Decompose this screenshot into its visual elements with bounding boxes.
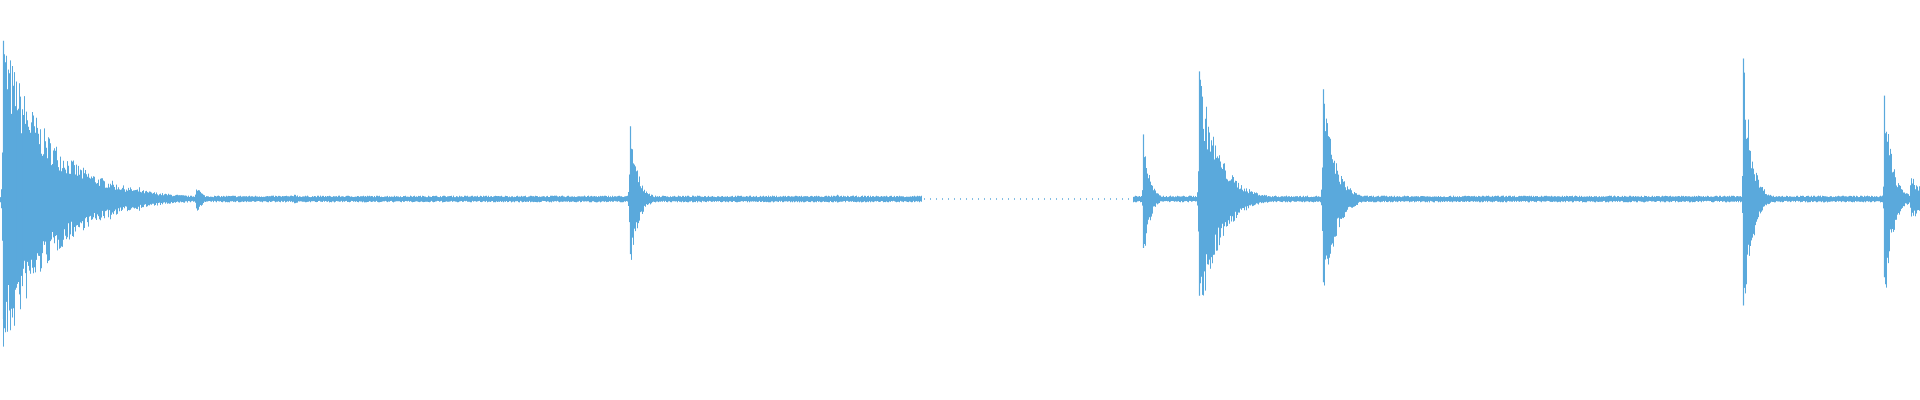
waveform-samples <box>0 54 1920 347</box>
waveform-trace <box>0 40 1920 347</box>
